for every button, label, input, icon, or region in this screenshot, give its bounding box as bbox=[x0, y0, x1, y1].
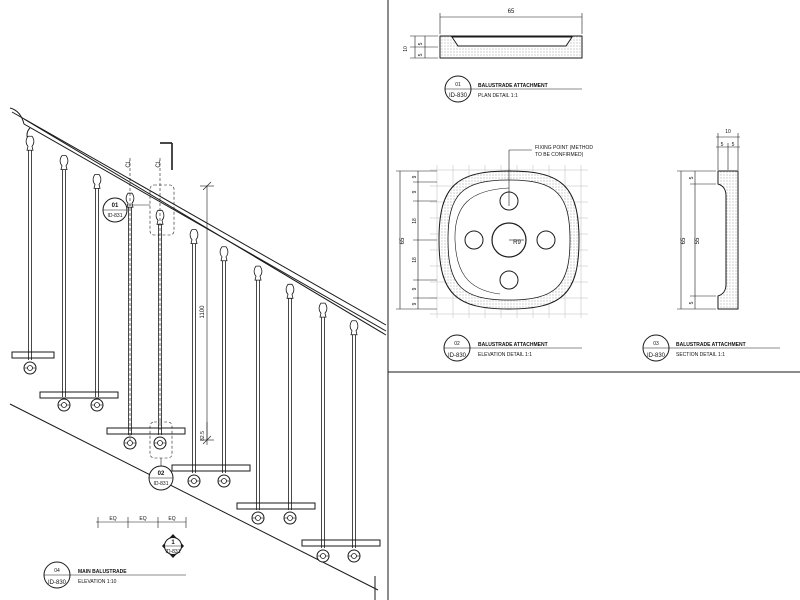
elevation-dim-row-6: 9 bbox=[412, 302, 418, 305]
baluster bbox=[90, 174, 104, 412]
section-dim-top-b: 5 bbox=[732, 142, 735, 148]
cl-mark-2: CL bbox=[156, 159, 162, 167]
baluster bbox=[217, 246, 231, 488]
elevation-detail-number: 02 bbox=[454, 341, 460, 347]
elevation-dim-row-1: 9 bbox=[412, 175, 418, 178]
plan-detail-ref: ID-830 bbox=[449, 93, 468, 99]
fixing-note-line2: TO BE CONFIRMED) bbox=[535, 152, 584, 158]
handrail bbox=[9, 107, 387, 336]
section-marker-ref: ID-831 bbox=[165, 549, 180, 555]
elevation-detail: R9 FIXING POINT (METHOD TO BE CONFIRMED)… bbox=[396, 145, 593, 318]
baluster bbox=[283, 283, 297, 525]
section-dim-end-b: 5 bbox=[689, 301, 695, 304]
plan-detail-subtitle: PLAN DETAIL 1:1 bbox=[478, 93, 518, 99]
baluster bbox=[251, 265, 265, 525]
section-dim-middle: 55 bbox=[695, 237, 701, 244]
callout-02-ref: ID-831 bbox=[153, 481, 168, 487]
stair-tread bbox=[39, 391, 119, 399]
baluster bbox=[347, 320, 361, 563]
elevation-dim-row-2: 9 bbox=[412, 190, 418, 193]
section-detail-number: 03 bbox=[653, 341, 659, 347]
section-dim-overall: 65 bbox=[681, 237, 687, 244]
section-dim-top: 10 bbox=[725, 129, 731, 135]
callout-02[interactable]: 02 ID-831 bbox=[148, 458, 174, 491]
baluster bbox=[123, 192, 137, 450]
main-detail-ref: ID-830 bbox=[48, 580, 67, 586]
elevation-title-block: 02 ID-830 BALUSTRADE ATTACHMENT ELEVATIO… bbox=[443, 334, 582, 362]
main-dim-height: 1100 bbox=[200, 305, 206, 319]
stair-tread bbox=[171, 464, 251, 472]
sheet-frame bbox=[387, 0, 800, 600]
baluster bbox=[187, 229, 201, 488]
spacing-eq-1: EQ bbox=[109, 516, 116, 522]
elevation-dim-row-4: 18 bbox=[412, 257, 418, 263]
baluster bbox=[23, 135, 37, 375]
main-detail-title: MAIN BALUSTRADE bbox=[78, 569, 127, 575]
callout-01-number: 01 bbox=[112, 203, 119, 209]
fixing-note-line1: FIXING POINT (METHOD bbox=[535, 145, 593, 151]
callout-01-ref: ID-831 bbox=[107, 213, 122, 219]
cl-mark-1: CL bbox=[126, 159, 132, 167]
plan-detail-title: BALUSTRADE ATTACHMENT bbox=[478, 83, 548, 89]
plan-dim-step-a: 5 bbox=[418, 42, 424, 45]
plan-detail-number: 01 bbox=[455, 82, 461, 88]
section-detail-ref: ID-830 bbox=[647, 353, 666, 359]
elevation-detail-title: BALUSTRADE ATTACHMENT bbox=[478, 342, 548, 348]
stair-tread bbox=[301, 539, 381, 547]
callout-02-number: 02 bbox=[158, 471, 165, 477]
baluster bbox=[316, 302, 330, 563]
plan-dim-width: 65 bbox=[508, 9, 515, 15]
baluster bbox=[153, 209, 167, 450]
elevation-dim-overall: 65 bbox=[400, 237, 406, 244]
elevation-dim-row-3: 18 bbox=[412, 218, 418, 224]
section-detail-title: BALUSTRADE ATTACHMENT bbox=[676, 342, 746, 348]
plan-dim-step-b: 5 bbox=[418, 53, 424, 56]
section-marker[interactable]: 1 ID-831 bbox=[162, 534, 184, 558]
section-detail-subtitle: SECTION DETAIL 1:1 bbox=[676, 352, 725, 358]
stair-treads bbox=[11, 351, 381, 547]
main-balustrade: CL CL 1100 82.5 EQ EQ EQ bbox=[9, 107, 387, 600]
plan-title-block: 01 ID-830 BALUSTRADE ATTACHMENT PLAN DET… bbox=[444, 75, 582, 103]
callout-01[interactable]: 01 ID-831 bbox=[102, 197, 150, 223]
stringer bbox=[9, 403, 379, 591]
plan-detail: 65 10 5 5 bbox=[403, 9, 583, 59]
section-title-block: 03 ID-830 BALUSTRADE ATTACHMENT SECTION … bbox=[642, 334, 780, 362]
main-detail-number: 04 bbox=[54, 568, 60, 574]
stair-tread bbox=[236, 502, 316, 510]
elevation-detail-ref: ID-830 bbox=[448, 353, 467, 359]
spacing-eq-3: EQ bbox=[168, 516, 175, 522]
main-detail-subtitle: ELEVATION 1:10 bbox=[78, 579, 117, 585]
balusters bbox=[23, 135, 361, 563]
stair-tread bbox=[106, 427, 186, 435]
section-marker-number: 1 bbox=[171, 540, 175, 546]
section-detail: 10 5 5 65 55 5 5 bbox=[677, 129, 740, 310]
section-dim-end-a: 5 bbox=[689, 176, 695, 179]
elevation-hole-radius: R9 bbox=[513, 240, 521, 246]
main-dim-base: 82.5 bbox=[200, 431, 206, 441]
spacing-eq-2: EQ bbox=[139, 516, 146, 522]
elevation-dim-row-5: 9 bbox=[412, 287, 418, 290]
baluster bbox=[57, 155, 71, 412]
section-profile bbox=[717, 170, 739, 310]
plan-dim-height: 10 bbox=[403, 46, 409, 52]
stair-tread bbox=[11, 351, 55, 359]
section-dim-top-a: 5 bbox=[721, 142, 724, 148]
main-title-block: 04 ID-830 MAIN BALUSTRADE ELEVATION 1:10 bbox=[43, 561, 186, 589]
elevation-detail-subtitle: ELEVATION DETAIL 1:1 bbox=[478, 352, 532, 358]
